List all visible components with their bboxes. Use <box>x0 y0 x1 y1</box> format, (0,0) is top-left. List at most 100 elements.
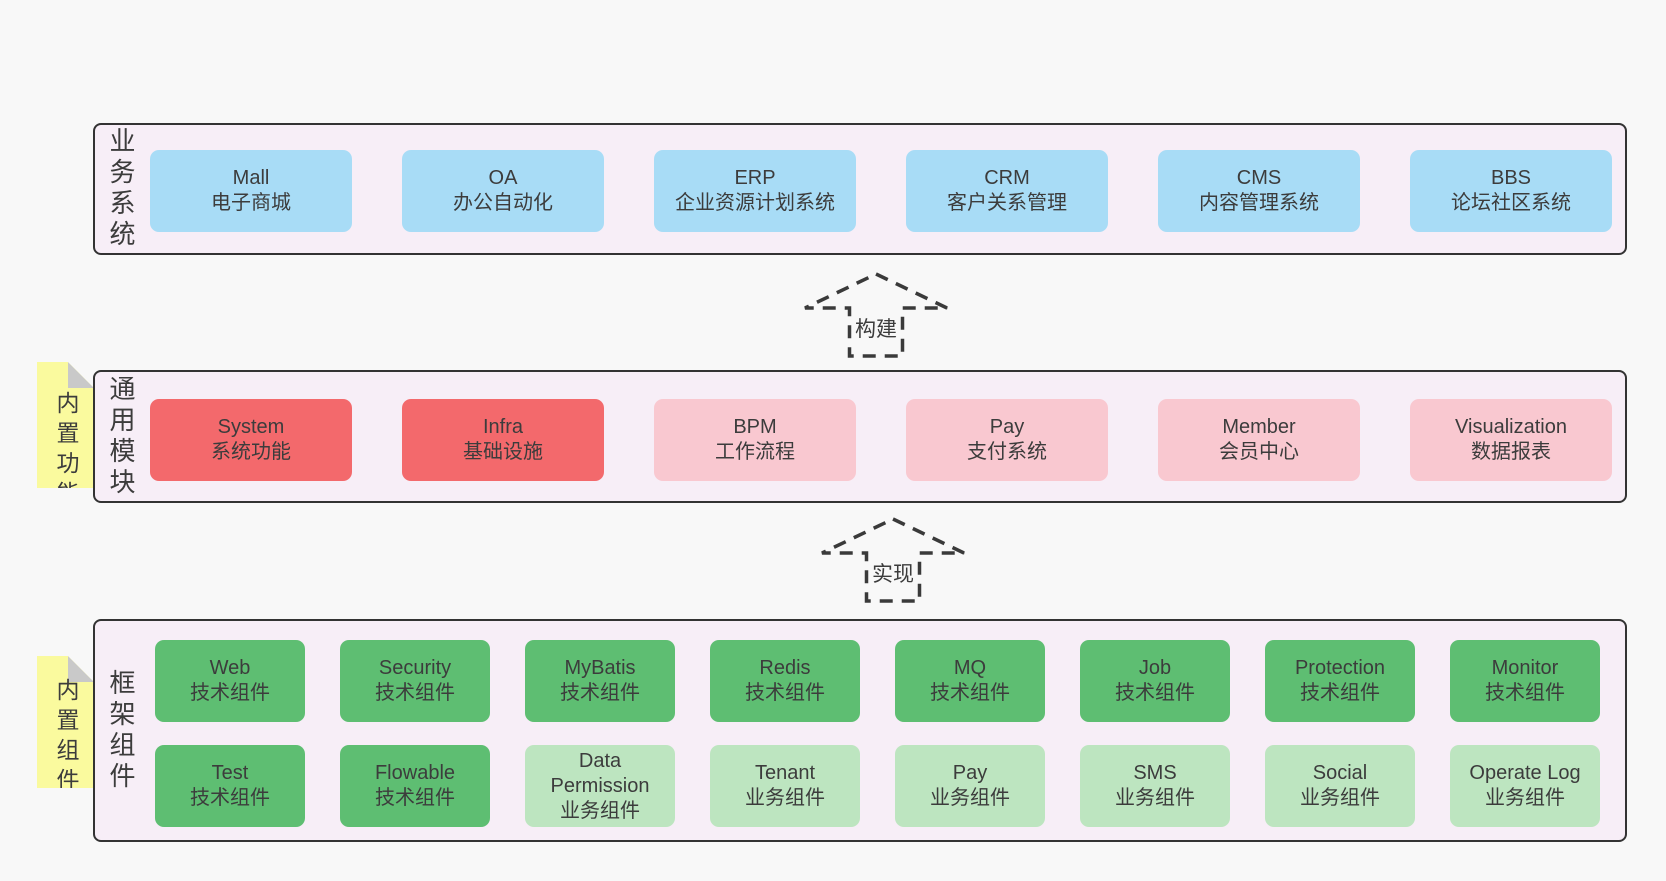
implement-arrow: 实现 <box>818 515 968 605</box>
box-row: Test 技术组件 Flowable 技术组件 Data Permission … <box>155 745 1600 827</box>
box-desc: 技术组件 <box>560 682 640 704</box>
box-name: MQ <box>953 657 987 679</box>
box-social: Social 业务组件 <box>1265 745 1415 827</box>
box-name: System <box>217 416 285 438</box>
box-name: Infra <box>482 416 524 438</box>
box-desc: 论坛社区系统 <box>1451 192 1571 214</box>
box-name: MyBatis <box>564 657 636 679</box>
box-desc: 技术组件 <box>375 682 455 704</box>
box-cms: CMS 内容管理系统 <box>1158 150 1360 232</box>
box-desc: 支付系统 <box>967 441 1047 463</box>
box-row: Mall 电子商城 OA 办公自动化 ERP 企业资源计划系统 CRM 客户关系… <box>150 150 1612 232</box>
box-mall: Mall 电子商城 <box>150 150 352 232</box>
box-name: SMS <box>1133 762 1177 784</box>
box-name: Monitor <box>1491 657 1559 679</box>
box-security: Security 技术组件 <box>340 640 490 722</box>
sticky-built-in-features: 内置功能 <box>37 362 94 488</box>
box-desc: 业务组件 <box>1115 787 1195 809</box>
box-member: Member 会员中心 <box>1158 399 1360 481</box>
arrow-label: 构建 <box>853 313 899 343</box>
box-desc: 办公自动化 <box>453 192 553 214</box>
box-name: Protection <box>1294 657 1386 679</box>
box-name: Security <box>378 657 452 679</box>
box-name: BPM <box>733 416 777 438</box>
box-name: Social <box>1312 762 1368 784</box>
box-sms: SMS 业务组件 <box>1080 745 1230 827</box>
box-job: Job 技术组件 <box>1080 640 1230 722</box>
layer-label: 业务系统 <box>106 127 136 251</box>
box-desc: 技术组件 <box>1300 682 1380 704</box>
box-name: OA <box>488 167 518 189</box>
box-visualization: Visualization 数据报表 <box>1410 399 1612 481</box>
sticky-built-in-components: 内置组件 <box>37 656 94 788</box>
box-bbs: BBS 论坛社区系统 <box>1410 150 1612 232</box>
box-desc: 技术组件 <box>745 682 825 704</box>
box-name: Mall <box>232 167 270 189</box>
box-mybatis: MyBatis 技术组件 <box>525 640 675 722</box>
box-desc: 业务组件 <box>745 787 825 809</box>
layer-label: 通用模块 <box>106 374 136 499</box>
box-data-permission: Data Permission 业务组件 <box>525 745 675 827</box>
box-desc: 技术组件 <box>1485 682 1565 704</box>
box-erp: ERP 企业资源计划系统 <box>654 150 856 232</box>
box-pay-component: Pay 业务组件 <box>895 745 1045 827</box>
box-mq: MQ 技术组件 <box>895 640 1045 722</box>
box-name: Pay <box>989 416 1025 438</box>
box-desc: 工作流程 <box>715 441 795 463</box>
box-desc: 业务组件 <box>930 787 1010 809</box>
box-name: Member <box>1222 416 1296 438</box>
box-system: System 系统功能 <box>150 399 352 481</box>
box-name: CRM <box>984 167 1030 189</box>
box-desc: 系统功能 <box>211 441 291 463</box>
arrow-up-icon <box>821 517 965 603</box>
build-arrow: 构建 <box>801 270 951 360</box>
box-desc: 企业资源计划系统 <box>675 192 835 214</box>
layer-common-modules: 通用模块 System 系统功能 Infra 基础设施 BPM 工作流程 Pay… <box>93 370 1627 503</box>
box-desc: 会员中心 <box>1219 441 1299 463</box>
box-name: Web <box>209 657 251 679</box>
box-name: Visualization <box>1455 416 1567 438</box>
box-crm: CRM 客户关系管理 <box>906 150 1108 232</box>
box-desc: 客户关系管理 <box>947 192 1067 214</box>
box-pay: Pay 支付系统 <box>906 399 1108 481</box>
box-desc: 业务组件 <box>1485 787 1565 809</box>
box-name: Job <box>1138 657 1172 679</box>
layer-framework-components: 框架组件 Web 技术组件 Security 技术组件 MyBatis 技术组件… <box>93 619 1627 842</box>
box-desc: 基础设施 <box>463 441 543 463</box>
box-name: Pay <box>952 762 988 784</box>
box-flowable: Flowable 技术组件 <box>340 745 490 827</box>
box-row: System 系统功能 Infra 基础设施 BPM 工作流程 Pay 支付系统… <box>150 399 1612 481</box>
folded-corner <box>68 362 94 388</box>
box-desc: 业务组件 <box>560 799 640 822</box>
sticky-label: 内置功能 <box>53 391 79 511</box>
box-desc: 技术组件 <box>930 682 1010 704</box>
box-operate-log: Operate Log 业务组件 <box>1450 745 1600 827</box>
box-name: Data Permission <box>550 749 650 797</box>
box-desc: 数据报表 <box>1471 441 1551 463</box>
box-name: Redis <box>759 657 811 679</box>
box-name: Test <box>211 762 249 784</box>
arrow-up-icon <box>804 272 948 358</box>
box-name: BBS <box>1490 167 1532 189</box>
box-test: Test 技术组件 <box>155 745 305 827</box>
box-desc: 技术组件 <box>1115 682 1195 704</box>
layer-business-systems: 业务系统 Mall 电子商城 OA 办公自动化 ERP 企业资源计划系统 CRM… <box>93 123 1627 255</box>
box-desc: 内容管理系统 <box>1199 192 1319 214</box>
box-desc: 业务组件 <box>1300 787 1380 809</box>
box-redis: Redis 技术组件 <box>710 640 860 722</box>
box-name: CMS <box>1236 167 1282 189</box>
box-monitor: Monitor 技术组件 <box>1450 640 1600 722</box>
box-desc: 电子商城 <box>211 192 291 214</box>
box-desc: 技术组件 <box>190 787 270 809</box>
layer-label: 框架组件 <box>106 668 136 793</box>
box-name: Flowable <box>374 762 456 784</box>
box-row: Web 技术组件 Security 技术组件 MyBatis 技术组件 Redi… <box>155 640 1600 722</box>
arrow-label: 实现 <box>870 558 916 588</box>
box-desc: 技术组件 <box>375 787 455 809</box>
sticky-label: 内置组件 <box>53 678 79 798</box>
box-name: Tenant <box>754 762 816 784</box>
box-name: Operate Log <box>1469 762 1581 784</box>
box-oa: OA 办公自动化 <box>402 150 604 232</box>
box-infra: Infra 基础设施 <box>402 399 604 481</box>
